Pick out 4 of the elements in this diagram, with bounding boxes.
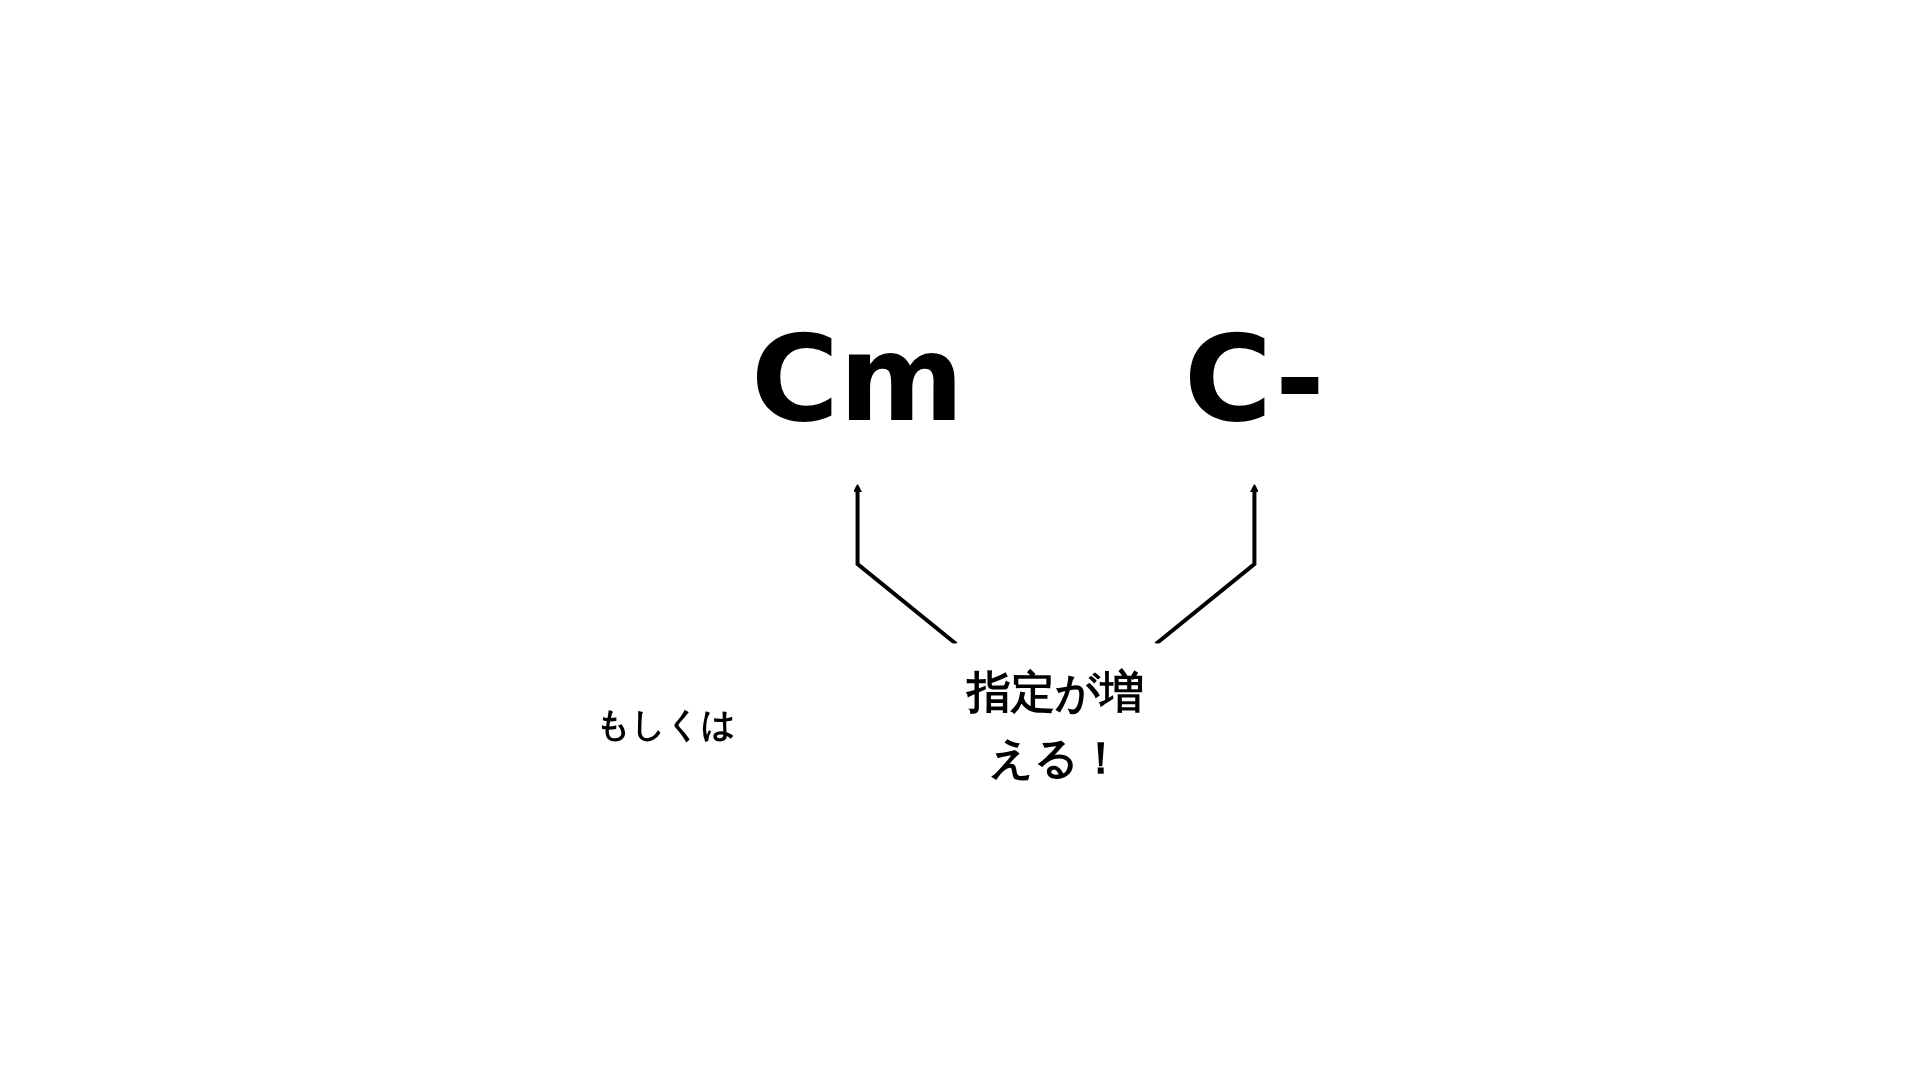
node-text: もしくは [595, 704, 736, 745]
node-text: Cm [750, 309, 964, 448]
node-text: 指定が増える！ [967, 665, 1145, 783]
node-text: C- [1183, 309, 1325, 448]
